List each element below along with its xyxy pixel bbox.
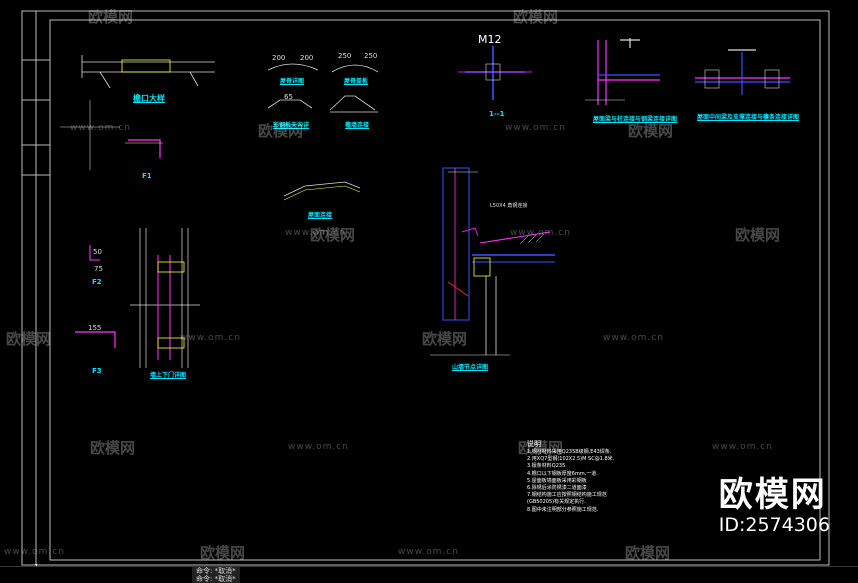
note-line: 7.钢结构施工应按照钢结构施工规范: [527, 492, 607, 499]
note-line: 2.用XQ7型钢(102X2.5)M SC@1.8米.: [527, 456, 615, 463]
caption-ridge-plate: 屋脊盖板: [344, 78, 369, 85]
caption-ridge-wall: 屋脊详图: [280, 78, 305, 85]
watermark-url: www.om.cn: [603, 333, 664, 343]
watermark-url: www.om.cn: [70, 123, 131, 133]
caption-f1: F1: [142, 172, 152, 180]
label-l50: L50X4 角钢连接: [490, 203, 528, 209]
note-line: 3.檩条材料Q235.: [527, 463, 567, 470]
dim-155: 155: [88, 324, 102, 332]
watermark-url: www.om.cn: [288, 442, 349, 452]
note-line: (GB50205)有关规定执行.: [527, 499, 586, 506]
note-line: 8.图中未注明部分参照施工规范.: [527, 506, 599, 513]
caption-ridge-board: 屋面连接: [308, 212, 333, 219]
command-line-area[interactable]: 命令: *取消* 命令: *取消*: [0, 566, 858, 583]
watermark-url: www.om.cn: [510, 228, 571, 238]
watermark-logo: 欧模网: [628, 122, 674, 140]
watermark-url: www.om.cn: [398, 547, 459, 557]
command-input-line[interactable]: 命令: *取消*: [192, 575, 240, 583]
caption-gutter: 彩钢板天沟详: [273, 122, 310, 129]
note-line: 5.屋面板墙面板采用彩钢板: [527, 477, 587, 484]
watermark-logo: 欧模网: [310, 226, 356, 244]
caption-f2: F2: [92, 278, 102, 286]
caption-wall-door: 墙上下门详图: [150, 372, 187, 379]
dim-250a: 250: [338, 52, 352, 60]
watermark-url: www.om.cn: [285, 228, 346, 238]
caption-f3: F3: [92, 367, 102, 375]
watermark-logo: 欧模网: [90, 439, 136, 457]
dim-65: 65: [284, 93, 293, 101]
notes-title: 说明: [527, 440, 541, 448]
caption-beam-column: 屋面梁与柱连接与钢梁连接详图: [593, 116, 678, 123]
watermark-url: www.om.cn: [4, 547, 65, 557]
watermark-logo: 欧模网: [625, 544, 671, 562]
brand-name: 欧模网: [718, 475, 827, 515]
watermark-url: www.om.cn: [180, 333, 241, 343]
watermark-url: www.om.cn: [712, 442, 773, 452]
caption-eave: 檐口大样: [133, 94, 165, 103]
caption-gable-node: 山墙节点详图: [452, 364, 489, 371]
dim-250b: 250: [364, 52, 378, 60]
dim-200a: 200: [272, 54, 286, 62]
general-notes: 说明 1.钢材材料采用Q235B级钢,E43焊条. 2.用XQ7型钢(102X2…: [527, 440, 614, 514]
command-history-line: 命令: *取消*: [192, 567, 240, 575]
watermark-logo: 欧模网: [200, 544, 246, 562]
watermark-logo: 欧模网: [735, 226, 781, 244]
watermark-logo: 欧模网: [258, 122, 304, 140]
watermark-logo: 欧模网: [88, 8, 134, 26]
caption-ridge-conn: 檐墙连接: [345, 122, 370, 129]
dim-50: 50: [93, 248, 102, 256]
dim-75: 75: [94, 265, 103, 273]
caption-1-1: 1--1: [489, 110, 505, 118]
note-line: 1.钢材材料采用Q235B级钢,E43焊条.: [527, 449, 612, 455]
watermark-logo: 欧模网: [422, 330, 468, 348]
note-line: 6.除锈后涂防锈漆二道面漆: [527, 485, 587, 492]
watermark-logo: 欧模网: [6, 330, 52, 348]
caption-mid-beam: 屋面中间梁及支撑连接与檩条连接详图: [697, 114, 800, 121]
brand-id: ID:2574306: [718, 514, 830, 536]
drawing-linework: [21, 10, 830, 566]
watermark-url: www.om.cn: [505, 123, 566, 133]
dim-m12: M12: [478, 33, 502, 46]
brand-stamp: 欧模网 ID:2574306: [719, 476, 830, 536]
note-line: 4.檐口以下钢板厚度6mm,一道.: [527, 470, 598, 477]
watermark-logo: 欧模网: [513, 8, 559, 26]
dim-200b: 200: [300, 54, 314, 62]
watermark-logo: 欧模网: [518, 439, 564, 457]
